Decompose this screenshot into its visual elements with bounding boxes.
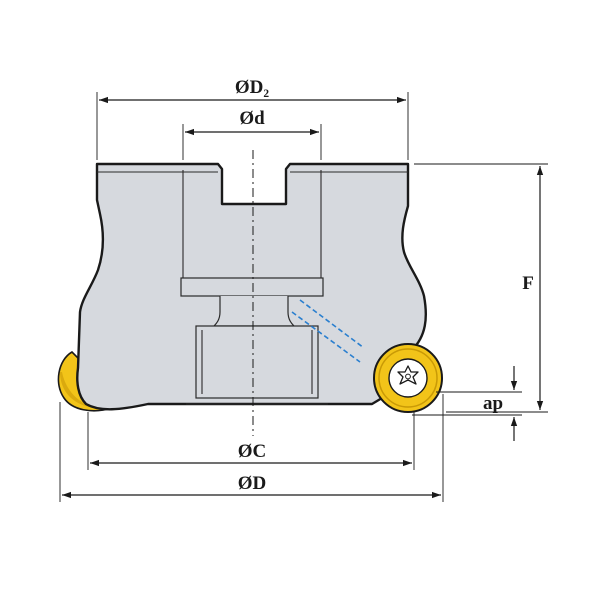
cutter-body bbox=[57, 162, 427, 412]
label-f: F bbox=[522, 273, 534, 294]
label-ap: ap bbox=[483, 393, 503, 414]
insert-left-shade bbox=[60, 372, 96, 408]
dimension-ap: ap bbox=[412, 366, 522, 441]
label-D: ØD bbox=[238, 473, 267, 494]
insert-right bbox=[373, 343, 443, 413]
dimension-c: ØC bbox=[87, 412, 415, 470]
counterbore bbox=[195, 325, 319, 399]
dimension-f: F bbox=[414, 163, 548, 413]
coolant-line-2 bbox=[291, 311, 361, 363]
dimension-d2: ØD₂ bbox=[96, 77, 409, 160]
label-d2: ØD₂ bbox=[235, 77, 270, 98]
torx-screw-icon bbox=[397, 365, 419, 385]
dimension-d: Ød bbox=[182, 108, 322, 160]
coolant-line-1 bbox=[299, 299, 365, 349]
dimension-D: ØD bbox=[59, 394, 444, 502]
neck bbox=[212, 296, 296, 327]
flange-band bbox=[180, 277, 324, 297]
label-c: ØC bbox=[238, 441, 267, 462]
insert-right-rim bbox=[378, 348, 438, 408]
label-d: Ød bbox=[239, 108, 265, 129]
